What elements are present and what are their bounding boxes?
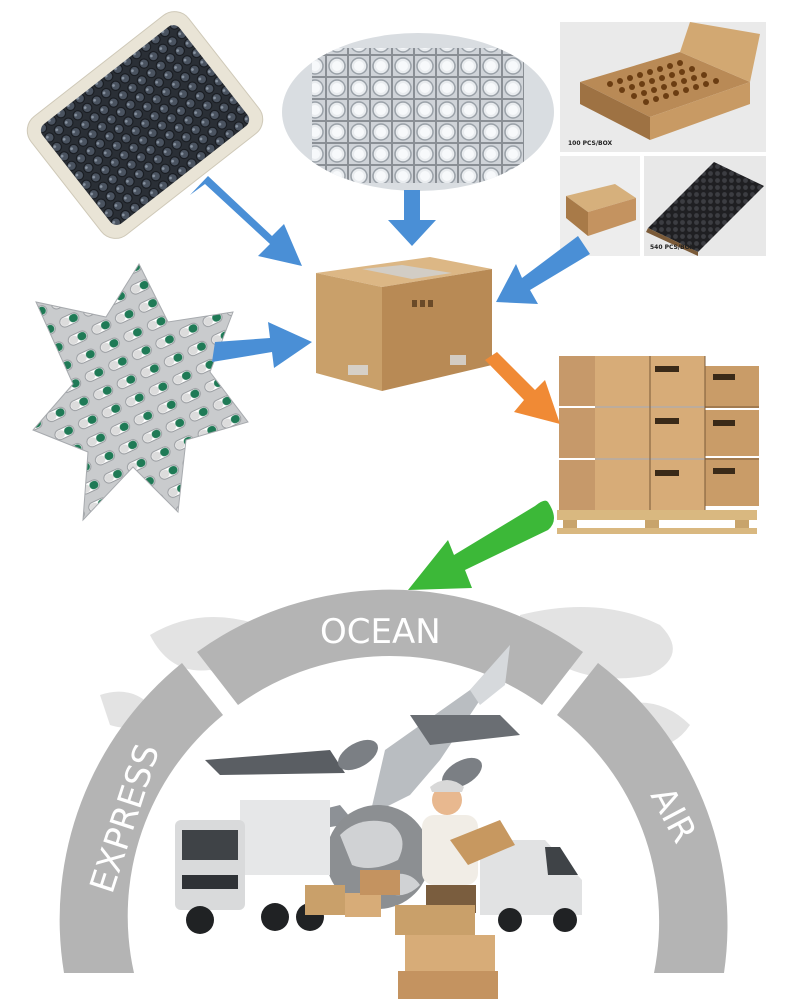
shipping-method-ocean: OCEAN (320, 612, 441, 652)
arrow-blue-3 (496, 236, 590, 304)
packaging-boxes-photos: 100 PCS/BOX 540 PCS/BOX (560, 22, 766, 256)
carton-stack-illustration (305, 870, 498, 999)
airplane-illustration (205, 645, 520, 830)
arrow-blue-4 (212, 322, 312, 368)
arrow-blue-2 (388, 190, 436, 246)
arrow-blue-1 (190, 176, 302, 266)
arrow-orange (485, 352, 560, 424)
box-100pcs-photo: 100 PCS/BOX (560, 22, 766, 152)
van-illustration (480, 840, 582, 932)
capsule-blister-star-image (28, 262, 250, 522)
delivery-man-illustration (422, 780, 515, 913)
shipping-methods-graphic: EXPRESS OCEAN AIR (0, 575, 788, 1000)
glass-vials-oval-image (282, 33, 554, 191)
box-label-540: 540 PCS/BOX (650, 244, 695, 251)
box-label-100: 100 PCS/BOX (568, 140, 613, 147)
closed-box-photo (560, 156, 640, 256)
arrow-green (408, 500, 554, 590)
truck-illustration (175, 800, 330, 934)
process-arrows (190, 176, 590, 590)
pallet-cartons-image (555, 350, 763, 535)
shipping-ring (59, 589, 728, 973)
box-540pcs-photo: 540 PCS/BOX (644, 156, 766, 256)
vial-tray-image (20, 10, 270, 240)
globe-illustration (326, 805, 430, 909)
shipping-carton-image (312, 245, 497, 395)
